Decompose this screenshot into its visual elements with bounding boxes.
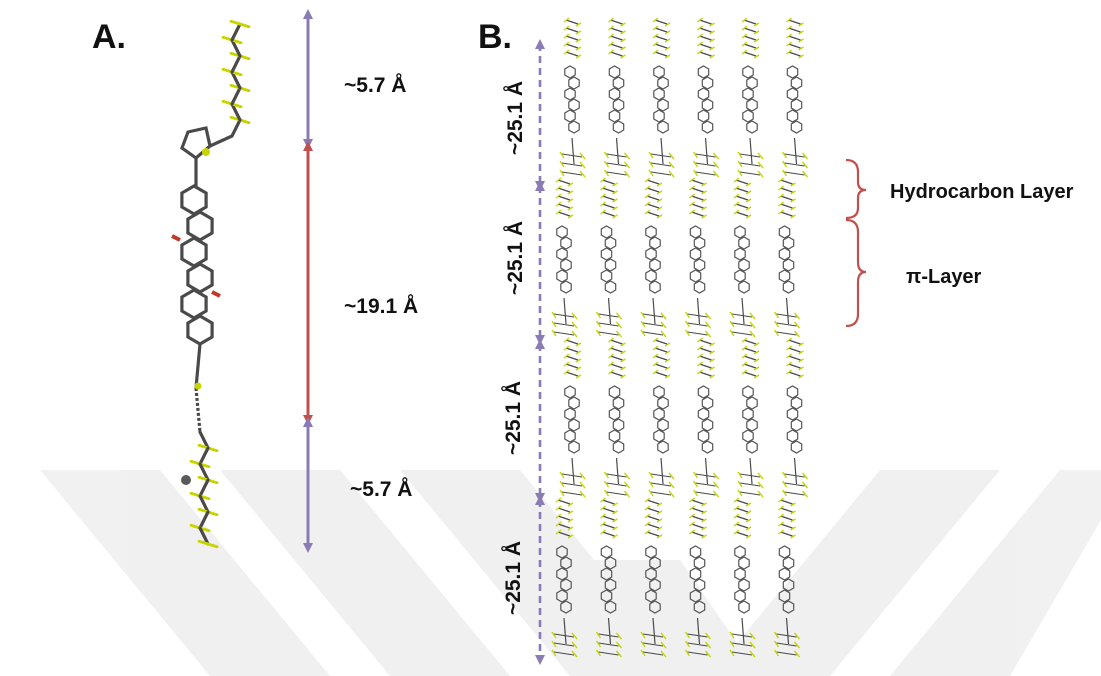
single-molecule [171, 19, 251, 549]
spacing-label-2: ~25.1 Å [503, 221, 527, 295]
panel-a: A. ~5.7 Å ~19.1 Å ~5.7 Å [92, 8, 418, 553]
panel-a-label: A. [92, 18, 126, 56]
pi-layer-label: π-Layer [906, 266, 982, 288]
dimension-label-middle: ~19.1 Å [344, 294, 418, 318]
packing-lattice [551, 17, 809, 658]
spacing-label-3: ~25.1 Å [501, 381, 525, 455]
panel-b: B. ~25.1 Å ~25.1 Å ~25.1 Å ~25.1 Å Hydro… [478, 17, 1074, 665]
watermark [40, 470, 1101, 676]
hydrocarbon-layer-bracket [845, 158, 867, 220]
spacing-label-4: ~25.1 Å [501, 541, 525, 615]
pi-layer-bracket [845, 218, 867, 328]
spacing-label-1: ~25.1 Å [503, 81, 527, 155]
panel-b-label: B. [478, 18, 512, 56]
hydrocarbon-layer-label: Hydrocarbon Layer [890, 181, 1074, 203]
dimension-label-bottom: ~5.7 Å [350, 477, 412, 501]
dimension-label-top: ~5.7 Å [344, 73, 406, 97]
